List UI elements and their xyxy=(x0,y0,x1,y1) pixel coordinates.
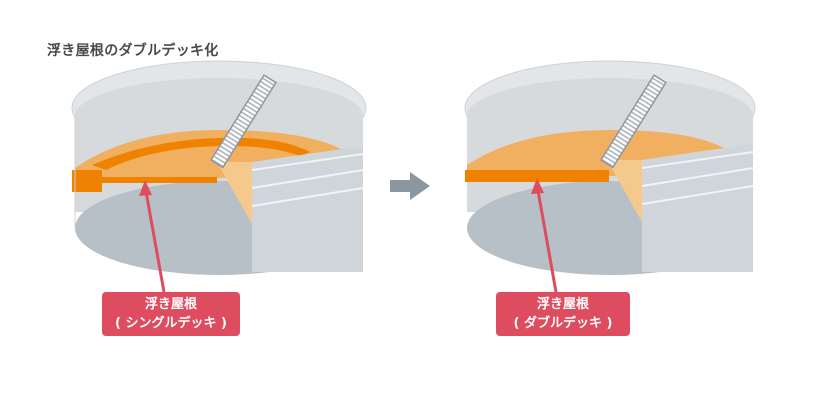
rolling-ladder xyxy=(209,74,277,169)
callout-double-deck: 浮き屋根 ( ダブルデッキ ) xyxy=(496,292,630,336)
floating-roof xyxy=(467,130,724,180)
callout-single-deck-line2: ( シングルデッキ ) xyxy=(115,316,227,331)
rolling-ladder xyxy=(599,74,667,169)
diagram-title: 浮き屋根のダブルデッキ化 xyxy=(47,43,219,59)
callout-double-deck-line2: ( ダブルデッキ ) xyxy=(513,316,613,331)
roof-cut xyxy=(607,160,642,222)
tank-wall-cut xyxy=(252,146,363,272)
roof-cut xyxy=(217,162,252,224)
pointer-head xyxy=(531,178,544,194)
callout-single-deck-line1: 浮き屋根 xyxy=(144,297,197,312)
callout-single-deck: 浮き屋根 ( シングルデッキ ) xyxy=(102,292,240,336)
double-deck-plate xyxy=(465,170,609,182)
tank-single-deck xyxy=(71,60,367,293)
deck-edge xyxy=(72,170,102,192)
callout-double-deck-line1: 浮き屋根 xyxy=(536,297,589,312)
single-deck-plate xyxy=(100,177,217,183)
tank-double-deck xyxy=(464,60,756,293)
arrow-right-icon xyxy=(390,172,430,200)
pointer-line xyxy=(535,184,558,293)
pointer-line xyxy=(143,185,166,293)
tank-wall-cut xyxy=(642,144,753,272)
pontoon-ring xyxy=(92,137,310,170)
pointer-head xyxy=(139,180,152,196)
